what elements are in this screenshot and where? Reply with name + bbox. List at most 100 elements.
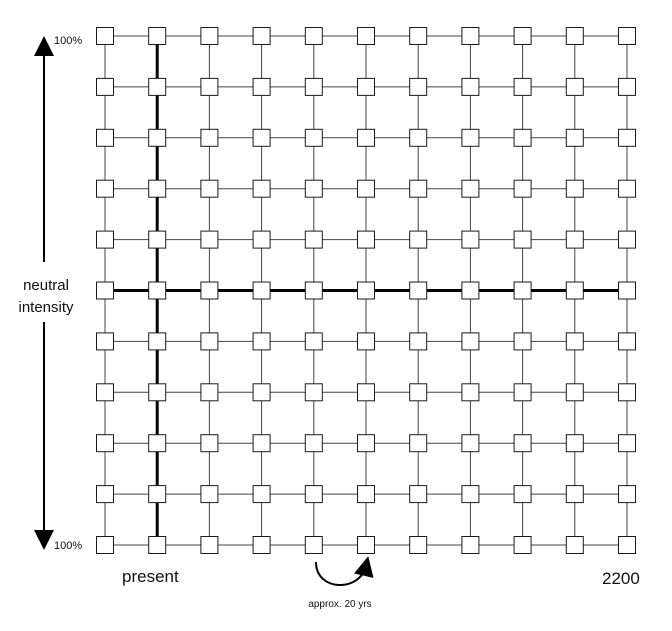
axis-label-line1: neutral [23, 277, 69, 294]
grid-node [96, 179, 114, 198]
grid-node [148, 77, 167, 96]
grid-node [409, 230, 428, 249]
grid-node [252, 128, 271, 147]
grid-node [148, 434, 167, 453]
grid-node [252, 383, 271, 402]
grid-node [200, 434, 219, 453]
grid-node [409, 281, 428, 300]
grid-node [252, 281, 271, 300]
grid-node [148, 128, 167, 147]
axis-label-line2: intensity [18, 299, 74, 316]
grid-node [148, 179, 167, 198]
grid-node [304, 179, 323, 198]
grid-node [461, 27, 480, 45]
grid-node [618, 434, 636, 453]
grid-node [513, 128, 532, 147]
grid-node [513, 179, 532, 198]
grid-node [200, 179, 219, 198]
grid-node [409, 536, 428, 554]
grid-node [304, 434, 323, 453]
grid-node [618, 128, 636, 147]
grid-node [409, 434, 428, 453]
step-note-label: approx. 20 yrs [308, 599, 371, 610]
grid-node [565, 434, 584, 453]
grid-node [148, 383, 167, 402]
grid-node [304, 536, 323, 554]
grid-node [252, 230, 271, 249]
grid-node [96, 383, 114, 402]
grid-node [409, 332, 428, 351]
grid-node [200, 332, 219, 351]
grid-node [565, 77, 584, 96]
grid-node [409, 485, 428, 504]
step-arrow [315, 556, 374, 586]
grid-node [357, 281, 375, 300]
grid-node [252, 485, 271, 504]
grid-node [565, 485, 584, 504]
grid-node [96, 77, 114, 96]
grid-node [148, 281, 167, 300]
grid-node [148, 332, 167, 351]
grid-node [304, 77, 323, 96]
grid-node [96, 332, 114, 351]
grid-node [357, 383, 375, 402]
grid-node [357, 434, 375, 453]
grid-node [618, 27, 636, 45]
grid-node [513, 27, 532, 45]
grid-node [96, 281, 114, 300]
grid-node [200, 128, 219, 147]
grid-node [618, 536, 636, 554]
grid-node [304, 383, 323, 402]
grid-node [96, 128, 114, 147]
grid-node [461, 332, 480, 351]
grid-node [96, 230, 114, 249]
grid-node [409, 27, 428, 45]
grid-node [513, 332, 532, 351]
grid-node [200, 485, 219, 504]
top-percent-label: 100% [54, 35, 82, 47]
grid-node [148, 230, 167, 249]
grid-node [513, 281, 532, 300]
grid-node [513, 383, 532, 402]
grid-node [461, 281, 480, 300]
grid-node [618, 179, 636, 198]
present-label: present [122, 567, 179, 586]
grid-node [513, 536, 532, 554]
grid-node [513, 434, 532, 453]
grid-node [409, 383, 428, 402]
grid-node [513, 485, 532, 504]
grid-node [252, 27, 271, 45]
end-year-label: 2200 [602, 569, 640, 588]
grid-node [96, 434, 114, 453]
grid-node [565, 536, 584, 554]
grid-node [200, 281, 219, 300]
grid-nodes [96, 27, 636, 554]
grid-node [618, 383, 636, 402]
grid-node [357, 230, 375, 249]
grid-node [357, 536, 375, 554]
grid-node [304, 281, 323, 300]
grid-node [565, 179, 584, 198]
grid-node [409, 128, 428, 147]
grid-node [304, 485, 323, 504]
grid-node [461, 485, 480, 504]
grid-node [409, 77, 428, 96]
grid-node [618, 230, 636, 249]
grid-node [304, 27, 323, 45]
grid-node [513, 230, 532, 249]
grid-node [618, 332, 636, 351]
grid-node [357, 332, 375, 351]
grid-node [304, 128, 323, 147]
grid-node [148, 485, 167, 504]
grid-node [409, 179, 428, 198]
grid-node [148, 536, 167, 554]
grid-node [357, 128, 375, 147]
grid-node [565, 230, 584, 249]
grid-node [200, 27, 219, 45]
grid-node [252, 77, 271, 96]
grid-node [357, 179, 375, 198]
grid-node [357, 77, 375, 96]
grid-node [461, 77, 480, 96]
grid-node [565, 128, 584, 147]
grid-node [618, 485, 636, 504]
